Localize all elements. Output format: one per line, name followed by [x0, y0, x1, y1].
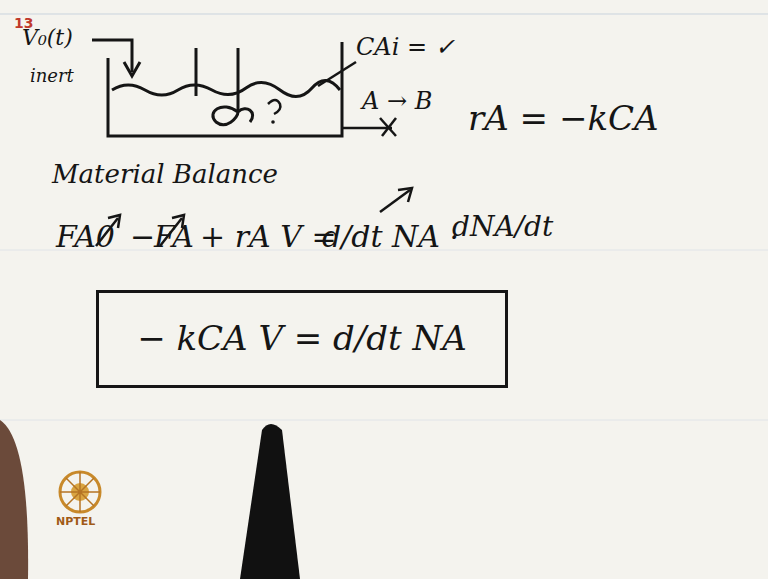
equation-term: −: [130, 220, 155, 253]
rate-law: rA = −kCA: [468, 100, 659, 137]
equation-text: − kCA V = d/dt NA: [137, 320, 467, 357]
equation-term: + rA V =: [200, 220, 337, 253]
equation-term: d/dt NA ·: [322, 220, 459, 253]
result-box: − kCA V = d/dt NA: [96, 290, 508, 388]
feed-note: inert: [30, 66, 74, 86]
section-heading: Material Balance: [52, 160, 278, 189]
logo-text: NPTEL: [56, 516, 95, 528]
concentration-note: CAi = ✓: [356, 34, 455, 60]
equation-term: FA: [154, 220, 194, 253]
reaction-label: A → B: [362, 88, 432, 114]
equation-term: FA0: [56, 220, 115, 253]
flow-label: V₀(t): [22, 26, 73, 50]
equation-term: dNA/dt: [452, 212, 553, 243]
